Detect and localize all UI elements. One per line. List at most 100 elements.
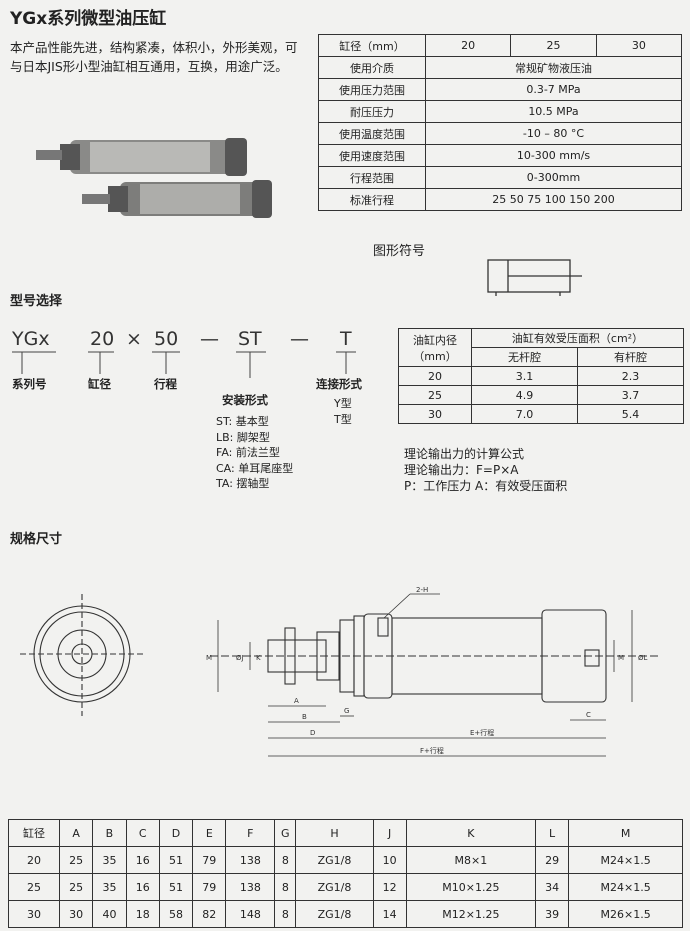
dims-cell: 79 [192,846,227,874]
model-part-stroke: 50 [154,328,179,350]
dims-cell: ZG1/8 [295,846,374,874]
model-part-dash: — [200,328,219,350]
dim-label: K [256,654,261,662]
dims-cell: 20 [7,846,61,874]
dims-cell: 138 [225,846,276,874]
dim-label: C [586,711,591,719]
dims-cell: 34 [534,873,570,901]
conn-types: Y型 T型 [334,396,352,427]
spec-value: 25 50 75 100 150 200 [425,188,682,211]
dims-cell: 35 [92,873,127,901]
dims-cell: 25 [59,846,94,874]
area-cell: 3.1 [471,366,578,386]
spec-value: 10.5 MPa [425,100,682,123]
dims-header-cell: E [192,819,227,847]
spec-label: 使用温度范围 [318,122,426,145]
dim-label: D [310,729,315,737]
conn-type-y: Y型 [334,397,352,410]
dims-cell: 12 [372,873,407,901]
dims-cell: ZG1/8 [295,873,374,901]
area-cell: 3.7 [577,385,684,405]
model-label-mount: 安装形式 [222,393,268,407]
spec-value: 10-300 mm/s [425,144,682,167]
area-cell: 4.9 [471,385,578,405]
spec-header-cell: 30 [595,34,683,57]
spec-label: 使用压力范围 [318,78,426,101]
dims-cell: 8 [274,846,297,874]
dims-cell: M26×1.5 [568,900,683,928]
model-part-mount: ST [238,328,262,350]
formula-line: P：工作压力 A：有效受压面积 [404,479,568,493]
mount-type-item: LB: 脚架型 [216,430,270,444]
dims-cell: 16 [125,846,160,874]
dims-cell: 18 [125,900,160,928]
dims-cell: 30 [7,900,61,928]
model-part-dash: — [290,328,309,350]
dims-header-cell: D [158,819,194,847]
dims-cell: 14 [372,900,407,928]
dims-cell: M24×1.5 [568,846,683,874]
area-header-area: 油缸有效受压面积（cm²） [471,328,684,348]
model-label-conn: 连接形式 [316,377,362,391]
dims-cell: 29 [534,846,570,874]
intro-text: 本产品性能先进，结构紧凑，体积小，外形美观，可与日本JIS形小型油缸相互通用，互… [10,40,298,74]
model-label-stroke: 行程 [154,377,177,391]
dim-label: B [302,713,307,721]
spec-label: 使用介质 [318,56,426,79]
dims-section-title: 规格尺寸 [10,532,63,547]
spec-label: 标准行程 [318,188,426,211]
dims-cell: M8×1 [405,846,536,874]
dim-label: M [618,654,624,662]
dims-cell: M24×1.5 [568,873,683,901]
dims-cell: 58 [158,900,194,928]
dims-cell: 25 [7,873,61,901]
model-part-bore: 20 [90,328,115,350]
dims-header-cell: A [59,819,94,847]
mount-type-item: CA: 单耳尾座型 [216,461,294,475]
model-part-series: YGx [12,328,50,350]
area-cell: 5.4 [577,404,684,424]
spec-header-cell: 20 [424,34,512,57]
mount-types: ST: 基本型 LB: 脚架型 FA: 前法兰型 CA: 单耳尾座型 TA: 摆… [216,414,293,492]
dims-header-cell: B [92,819,127,847]
dimension-drawing: 2-H M ØJ K A B G D E+行程 F+行程 C M ØL [20,586,660,757]
dim-label: M [206,654,212,662]
dim-label: ØJ [236,654,244,662]
model-underlines [12,351,356,378]
mount-type-item: TA: 摆轴型 [216,477,270,490]
spec-header-cell: 25 [510,34,597,57]
dims-cell: 10 [372,846,407,874]
area-header-rodless: 无杆腔 [471,347,578,367]
spec-value: 0-300mm [425,166,682,189]
dims-cell: 39 [534,900,570,928]
dim-label: F+行程 [420,746,444,755]
dims-cell: 82 [192,900,227,928]
area-cell: 2.3 [577,366,684,386]
spec-value: 常规矿物液压油 [425,56,682,79]
dims-header-cell: G [274,819,297,847]
cylinder-symbol-icon [487,259,582,296]
spec-label: 行程范围 [318,166,426,189]
dim-label: G [344,707,349,715]
dim-label: 2-H [416,586,428,594]
model-label-bore: 缸径 [88,377,111,391]
spec-label: 耐压压力 [318,100,426,123]
dim-label: A [294,697,299,705]
spec-header-cell: 缸径（mm） [318,34,426,57]
model-label-series: 系列号 [12,377,47,391]
area-header-bore: 油缸内径（mm） [398,328,472,367]
dims-cell: 51 [158,873,194,901]
dims-header-cell: M [568,819,683,847]
formula-line: 理论输出力：F=P×A [404,463,519,477]
dims-cell: 30 [59,900,94,928]
dims-cell: 25 [59,873,94,901]
mount-type-item: FA: 前法兰型 [216,446,280,459]
dims-cell: ZG1/8 [295,900,374,928]
dims-cell: 51 [158,846,194,874]
